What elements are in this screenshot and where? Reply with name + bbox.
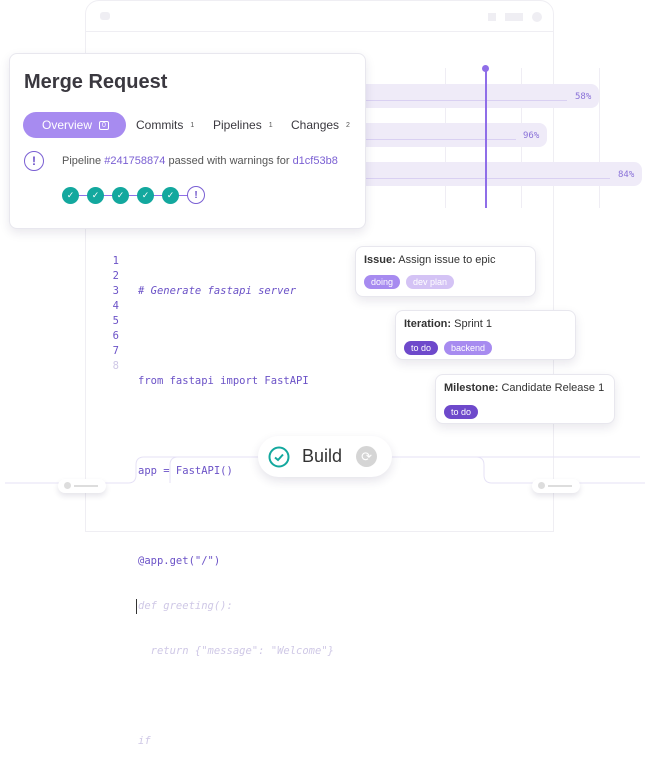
suggestion-line: return {"message": "Welcome"} (138, 645, 334, 657)
progress-label: 84% (618, 170, 635, 180)
stage-passed-icon[interactable]: ✓ (87, 187, 104, 204)
code-editor[interactable]: # Generate fastapi server from fastapi i… (136, 254, 334, 764)
stage-passed-icon[interactable]: ✓ (112, 187, 129, 204)
tab-pipelines[interactable]: Pipelines 1 (213, 112, 273, 138)
tab-overview[interactable]: Overview 0 (23, 112, 126, 138)
progress-bar-1: 58% (360, 84, 599, 108)
line-numbers: 1 2 3 4 5 6 7 8 (110, 254, 119, 374)
card-title: Assign issue to epic (398, 254, 496, 266)
suggestion-line: if (138, 735, 151, 747)
code-line: from fastapi import FastAPI (138, 375, 309, 387)
window-header-divider (85, 31, 554, 32)
label-tag[interactable]: doing (364, 275, 401, 289)
issue-card[interactable]: Issue: Assign issue to epic doing dev pla… (355, 246, 536, 297)
tab-count: 2 (346, 121, 350, 129)
card-kind: Milestone: (444, 382, 499, 394)
iteration-card[interactable]: Iteration: Sprint 1 to do backend (395, 310, 576, 360)
label-tag[interactable]: dev plan (406, 275, 455, 289)
line-number: 3 (112, 285, 119, 297)
pipeline-text: passed with warnings for (165, 155, 293, 167)
tab-label: Pipelines (213, 118, 262, 132)
window-circle-icon (532, 12, 542, 22)
pipeline-link[interactable]: #241758874 (104, 155, 166, 167)
check-circle-icon (268, 446, 290, 467)
window-heart-icon (100, 12, 110, 20)
retry-icon[interactable]: ⟳ (356, 446, 378, 467)
label-tag[interactable]: backend (444, 341, 493, 355)
background-window (85, 0, 554, 532)
marker-line[interactable] (485, 68, 487, 208)
card-kind: Iteration: (404, 318, 452, 330)
milestone-card[interactable]: Milestone: Candidate Release 1 to do (435, 374, 615, 424)
code-line (138, 329, 334, 344)
code-line (138, 509, 334, 524)
label-tag[interactable]: to do (404, 341, 439, 355)
line-number: 5 (112, 315, 119, 327)
pipeline-prefix: Pipeline (62, 155, 105, 167)
stage-warning-icon[interactable]: ! (187, 186, 205, 204)
tab-count: 1 (190, 121, 195, 129)
code-line: @app.get("/") (138, 555, 221, 567)
page-title: Merge Request (24, 71, 168, 93)
code-line: app = FastAPI() (138, 465, 233, 477)
label-tag[interactable]: to do (444, 405, 479, 419)
stage-connector (70, 195, 195, 196)
window-rect-icon (505, 13, 523, 21)
build-job[interactable]: Build ⟳ (258, 436, 392, 477)
card-kind: Issue: (364, 254, 396, 266)
progress-bar-2: 96% (360, 123, 547, 147)
warning-icon: ! (24, 151, 44, 171)
progress-bar-3: 84% (360, 162, 642, 186)
stage-passed-icon[interactable]: ✓ (137, 187, 154, 204)
pipeline-status: Pipeline #241758874 passed with warnings… (62, 155, 338, 167)
commit-link[interactable]: d1cf53b8 (292, 155, 338, 167)
card-title: Sprint 1 (454, 318, 493, 330)
tab-count: 1 (268, 121, 273, 129)
gridline (599, 68, 600, 208)
stage-passed-icon[interactable]: ✓ (62, 187, 79, 204)
suggestion-line: def greeting(): (136, 599, 334, 614)
line-number: 4 (112, 300, 119, 312)
window-square-icon (488, 13, 496, 21)
progress-label: 58% (575, 92, 592, 102)
card-title: Candidate Release 1 (501, 382, 605, 394)
pipeline-connector (5, 456, 645, 484)
progress-label: 96% (523, 131, 540, 141)
pipeline-node[interactable] (532, 479, 580, 493)
build-label: Build (302, 446, 343, 466)
tab-commits[interactable]: Commits 1 (136, 112, 194, 138)
pipeline-node[interactable] (58, 479, 106, 493)
code-line: # Generate fastapi server (138, 285, 297, 297)
code-line (138, 419, 334, 434)
tab-changes[interactable]: Changes 2 (291, 112, 350, 138)
marker-handle[interactable] (482, 65, 489, 72)
tab-count: 0 (99, 120, 109, 130)
line-number: 1 (112, 255, 119, 267)
suggestion-line (138, 689, 334, 704)
line-number: 7 (112, 345, 119, 357)
tab-label: Changes (291, 118, 340, 132)
tab-label: Overview (42, 118, 93, 132)
line-number: 2 (112, 270, 119, 282)
line-number: 8 (112, 360, 119, 372)
tab-label: Commits (136, 118, 184, 132)
line-number: 6 (112, 330, 119, 342)
stage-passed-icon[interactable]: ✓ (162, 187, 179, 204)
